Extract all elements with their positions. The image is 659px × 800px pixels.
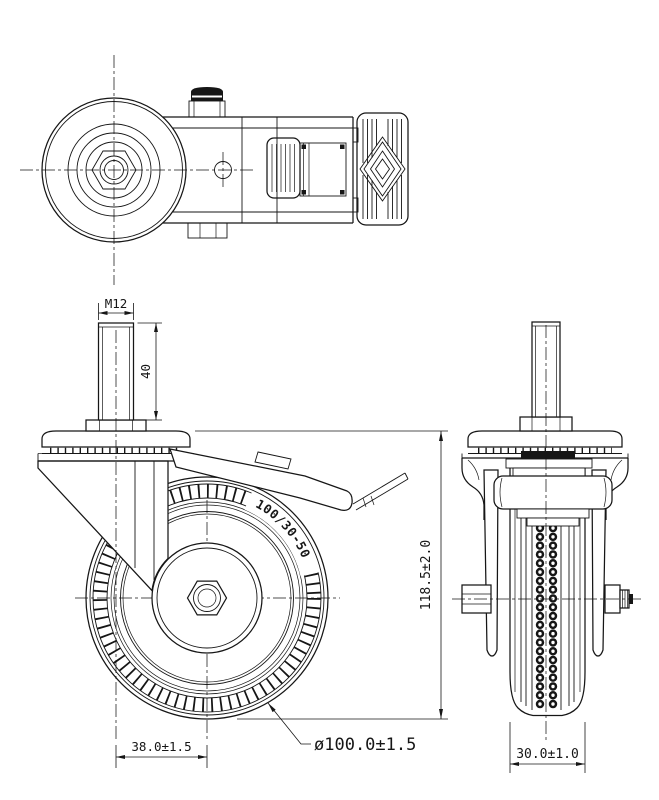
lever-release-tab xyxy=(254,451,292,470)
brake-mechanism-top xyxy=(266,137,347,199)
swivel-housing-side xyxy=(461,451,629,527)
dimension-stem-length: 40 xyxy=(137,322,162,421)
top-view xyxy=(20,55,409,285)
center-hex-nut xyxy=(91,150,137,190)
top-plate-front xyxy=(37,430,195,462)
brake-lever-front xyxy=(169,448,409,511)
tire-marking-text: 100/30-50 xyxy=(253,496,313,560)
stem-bolt-top xyxy=(188,87,226,118)
swivel-fork-front xyxy=(37,460,169,592)
brake-pedal-top xyxy=(352,112,409,226)
dimension-swivel-offset: 38.0±1.5 xyxy=(115,739,208,768)
axle-nut-top xyxy=(187,222,228,239)
overall-height-label: 118.5±2.0 xyxy=(419,540,434,610)
wheel-hub-front xyxy=(151,542,263,654)
dimension-wheel-diameter: ø100.0±1.5 xyxy=(267,702,416,755)
stem-thread-label: M12 xyxy=(105,296,128,311)
side-view: 30.0±1.0 xyxy=(452,321,642,773)
wheel-width-label: 30.0±1.0 xyxy=(516,747,579,762)
brake-shoe xyxy=(493,475,613,510)
bracket-hole xyxy=(214,161,232,179)
dimension-wheel-width: 30.0±1.0 xyxy=(509,722,586,773)
brake-plate xyxy=(521,451,575,459)
dimension-stem-thread: M12 xyxy=(98,296,134,320)
top-plate-side xyxy=(461,430,629,459)
tire-marking-background xyxy=(244,492,320,577)
swivel-plate-top xyxy=(41,97,187,243)
wheel-diameter-label: ø100.0±1.5 xyxy=(314,735,416,755)
dimension-overall-height: 118.5±2.0 xyxy=(195,430,448,720)
swivel-offset-label: 38.0±1.5 xyxy=(131,739,191,754)
diamond-emblem-icon xyxy=(359,136,406,202)
front-view: 100/30-50 xyxy=(37,296,448,768)
stem-length-label: 40 xyxy=(138,364,153,379)
axle-hex-nut xyxy=(186,580,228,616)
